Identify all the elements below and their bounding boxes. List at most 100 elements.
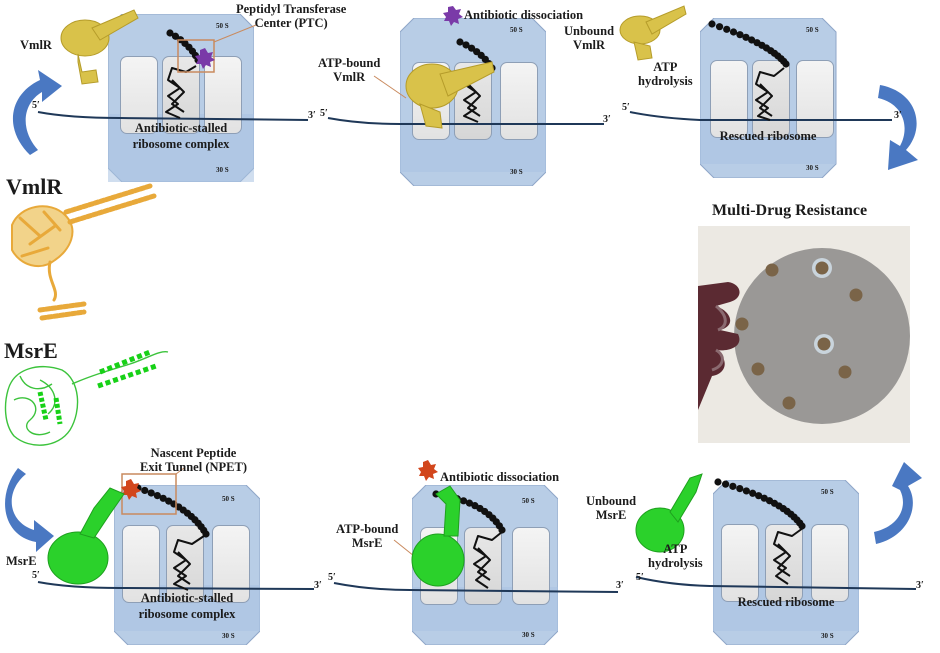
- amino-acid-bead: [723, 25, 731, 33]
- amino-acid-bead: [498, 526, 506, 534]
- unbound-msre-label: Unbound MsrE: [586, 494, 636, 522]
- trna-site-a: [204, 56, 242, 134]
- peptide-chains: [134, 20, 806, 538]
- amino-acid-bead: [459, 497, 468, 505]
- label-line-2: MsrE: [351, 536, 383, 550]
- msre-unbound-bottom-3: [635, 473, 703, 553]
- vmlr-unbound-top-3: [619, 5, 687, 61]
- label-line-1: ATP: [653, 60, 678, 74]
- ribosome-label: Rescued ribosome: [719, 129, 817, 143]
- label-line-2: hydrolysis: [648, 556, 703, 570]
- mrna-3-prime: 3′: [314, 580, 322, 591]
- label-line-1: Unbound: [586, 494, 637, 508]
- peptide-chain-bottom-1: [134, 484, 210, 538]
- msre-structure-title: MsrE: [4, 338, 58, 363]
- mdr-plate-photo: [698, 226, 910, 443]
- trna-site-e: [122, 525, 160, 603]
- msre-free-bottom-1: [47, 487, 125, 585]
- trna-bottom-2: [473, 531, 503, 589]
- label-line-1: Unbound: [564, 24, 615, 38]
- antibiotic-npet-icon: [121, 479, 141, 500]
- subunit-50s: 50 S: [806, 26, 819, 34]
- subunit-30s: 30 S: [522, 631, 535, 639]
- label-line-2: hydrolysis: [638, 74, 693, 88]
- trna-site-e: [120, 56, 158, 134]
- antibiotic-ptc-icon: [195, 48, 215, 69]
- mrna-top-1: [37, 111, 309, 121]
- glove-fingers: [698, 282, 740, 410]
- ptc-callout-box: [177, 39, 215, 73]
- mrna-top-3: [629, 111, 892, 121]
- amino-acid-bead: [159, 494, 167, 502]
- mrna-3-prime: 3′: [603, 114, 611, 125]
- ribosome-label: Antibiotic-stalled ribosome complex: [108, 120, 254, 152]
- peptide-chain-bottom-3: [714, 478, 806, 530]
- antibiotic-disc: [815, 261, 829, 275]
- ptc-callout-label: Peptidyl Transferase Center (PTC): [236, 2, 346, 30]
- msre-bound-bottom-2: [411, 485, 465, 587]
- mrna-5-prime: 5′: [32, 100, 40, 111]
- amino-acid-bead: [749, 489, 757, 497]
- amino-acid-bead: [141, 486, 149, 495]
- subunit-50s: 50 S: [510, 26, 523, 34]
- subunit-30s: 30 S: [806, 164, 819, 172]
- amino-acid-bead: [729, 28, 738, 36]
- unbound-vmlr-label: Unbound VmlR: [564, 24, 614, 52]
- label-line-2: ribosome complex: [132, 137, 230, 151]
- mrna-3-prime: 3′: [616, 580, 624, 591]
- mrna-bottom-3: [635, 576, 917, 590]
- amino-acid-bead: [714, 478, 722, 486]
- antibiotic-disc: [817, 337, 831, 351]
- amino-acid-bead: [782, 60, 790, 68]
- trna-top-3: [755, 67, 785, 121]
- ribosome-label: Rescued ribosome: [737, 595, 835, 609]
- amino-acid-bead: [456, 38, 464, 46]
- atp-vmlr-leader: [373, 75, 407, 99]
- amino-acid-bead: [715, 23, 724, 31]
- amino-acid-bead: [798, 522, 806, 530]
- label-line-1: ATP: [663, 542, 688, 556]
- npet-callout-label: Nascent Peptide Exit Tunnel (NPET): [140, 446, 247, 474]
- mrna-5-prime: 5′: [636, 572, 644, 583]
- ribosome-top-1: 50 S 30 S Antibiotic-stalled ribosome co…: [108, 14, 254, 182]
- mrna-top-2: [327, 117, 604, 125]
- ptc-line-1: Peptidyl Transferase: [236, 2, 347, 16]
- trna-site-a: [500, 62, 538, 140]
- cycle-arrow-bottom-left: [5, 468, 54, 552]
- ribosome-bottom-3: 50 S 30 S Rescued ribosome: [713, 480, 859, 648]
- amino-acid-bead: [748, 36, 756, 44]
- amino-acid-bead: [462, 41, 470, 49]
- mrna-3-prime: 3′: [894, 110, 902, 121]
- antibiotic-disc: [849, 288, 863, 302]
- msre-label: MsrE: [6, 554, 37, 568]
- mrna-5-prime: 5′: [320, 108, 328, 119]
- antibiotic-discs: [735, 258, 863, 410]
- subunit-50s: 50 S: [216, 22, 229, 30]
- vmlr-structure-image: [11, 183, 157, 321]
- antibiotic-dissociated-bottom-icon: [418, 460, 438, 481]
- npet-line-1: Nascent Peptide: [150, 446, 237, 460]
- trna-site-a: [796, 60, 834, 138]
- antibiotic-disc: [735, 317, 749, 331]
- atp-msre-leader: [393, 539, 415, 557]
- mrna-3-prime: 3′: [916, 580, 924, 591]
- antibiotic-disc: [838, 365, 852, 379]
- trna-bottom-1: [173, 535, 205, 591]
- mrna-5-prime: 5′: [328, 572, 336, 583]
- ribosome-label: Antibiotic-stalled ribosome complex: [114, 590, 260, 622]
- subunit-30s: 30 S: [821, 632, 834, 640]
- vmlr-bound-top-2: [405, 61, 495, 129]
- subunit-30s: 30 S: [222, 632, 235, 640]
- antibiotic-dissociation-label: Antibiotic dissociation: [440, 470, 560, 484]
- subunit-50s: 50 S: [222, 495, 235, 503]
- peptide-chain-top-1: [166, 29, 202, 64]
- cycle-arrow-top-left: [12, 70, 63, 155]
- vmlr-label: VmlR: [20, 38, 52, 52]
- amino-acid-bead: [708, 20, 716, 28]
- trna-bottom-3: [773, 527, 804, 585]
- ptc-line-2: Center (PTC): [254, 16, 328, 30]
- amino-acid-bead: [736, 485, 744, 493]
- trna-site-a: [811, 524, 849, 602]
- mrna-5-prime: 5′: [622, 102, 630, 113]
